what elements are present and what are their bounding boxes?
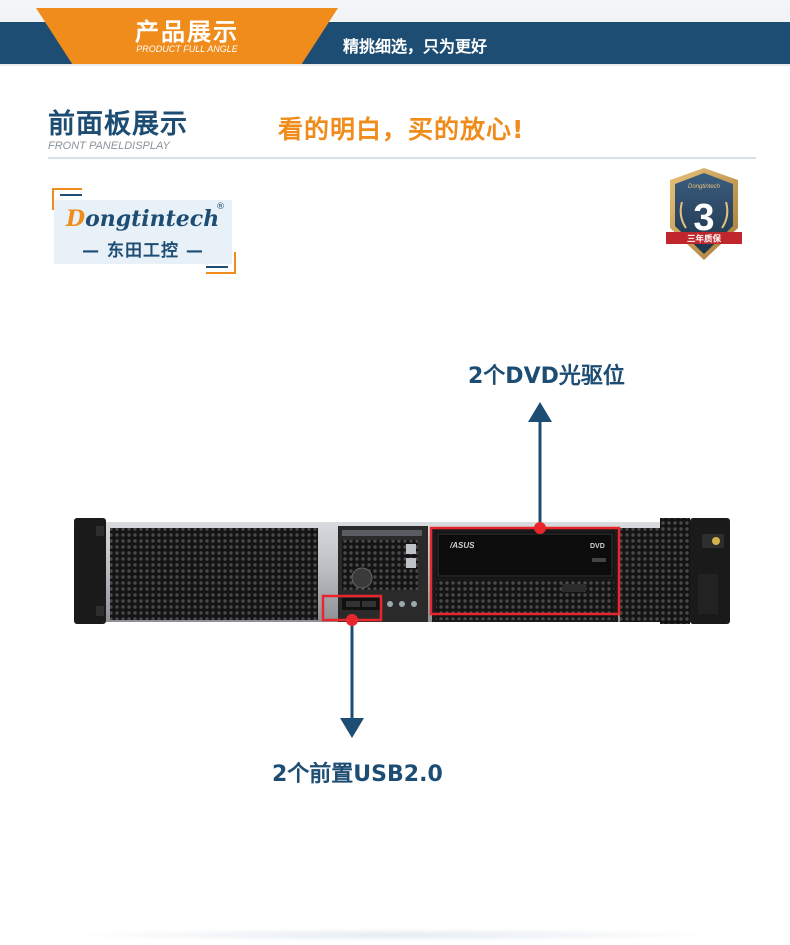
logo-corner-accent-top [60,194,82,196]
logo-registered-mark: ® [216,202,225,212]
section-title: 前面板展示 [48,109,188,140]
section-slogan: 看的明白，买的放心! [278,115,525,144]
header-title: 产品展示 [135,18,239,46]
dvd-bay-label: 2个DVD光驱位 [468,364,625,389]
logo-initial: D [66,206,86,232]
logo-brand-chinese: — 东田工控 — [82,241,204,261]
badge-warranty: 三年质保 [687,234,722,245]
logo-corner-accent-bottom [206,266,228,268]
logo-corner-bottom-right [206,252,236,274]
section-divider [48,157,756,159]
brand-logo [54,200,232,264]
logo-corner-top-left [52,188,82,210]
server-chassis-front-panel: /ASUS DVD [74,518,730,626]
logo-brand-rest: ongtintech [85,206,220,232]
badge-number: 3 [693,197,714,239]
warranty-badge-icon: Dongtintech 3 三年质保 [666,168,742,260]
header-subtitle: PRODUCT FULL ANGLE [136,44,238,54]
svg-text:DVD: DVD [590,543,605,550]
arrow-down-icon [340,620,364,738]
usb-ports-label: 2个前置USB2.0 [272,762,443,787]
svg-text:/ASUS: /ASUS [449,541,475,550]
bottom-shadow [60,928,730,942]
section-subtitle: FRONT PANELDISPLAY [48,140,170,152]
badge-brand: Dongtintech [688,184,721,190]
header-slogan: 精挑细选，只为更好 [343,37,488,56]
header-title-tab [36,8,338,64]
arrow-up-icon [528,402,552,524]
logo-brand-english: Dongtintech [66,206,219,232]
